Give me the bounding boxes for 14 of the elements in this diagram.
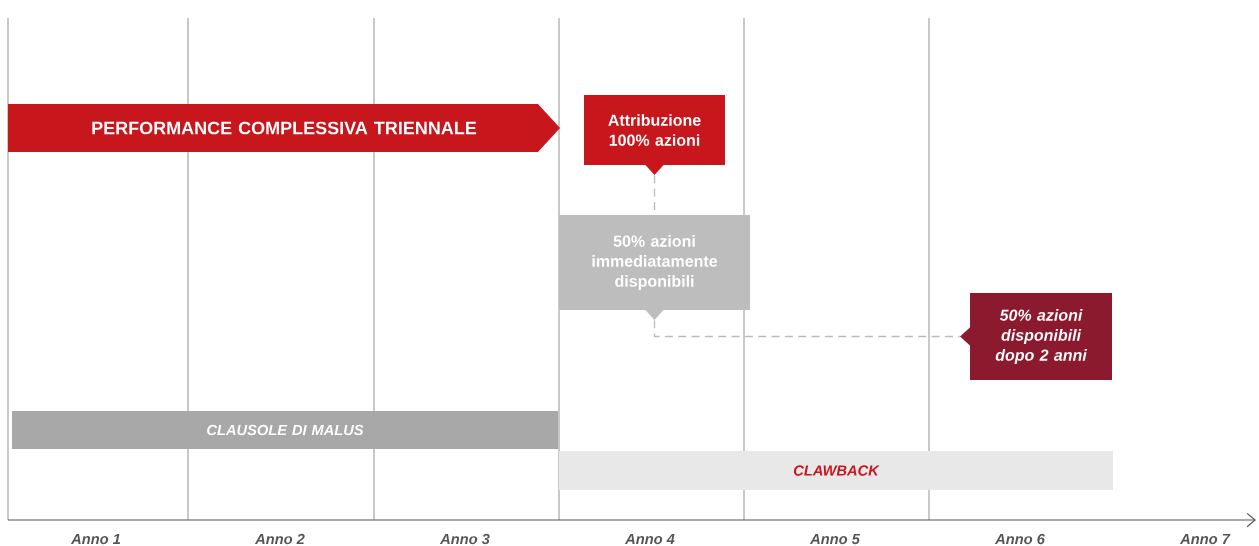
year-label: Anno 1 <box>70 533 121 545</box>
year-label: Anno 6 <box>994 533 1045 545</box>
year-label: Anno 7 <box>1179 533 1231 545</box>
period-bar: CLAWBACK <box>559 451 1113 490</box>
connector-line <box>653 319 961 338</box>
year-label: Anno 2 <box>254 533 305 545</box>
period-bar: CLAUSOLE DI MALUS <box>12 411 558 449</box>
year-label: Anno 3 <box>439 533 490 545</box>
arrow-banner: PERFORMANCE COMPLESSIVA TRIENNALE <box>8 104 560 152</box>
callout-box: 50% azioni disponibili dopo 2 anni <box>960 293 1112 380</box>
callout-box: 50% azioni immediatamente disponibili <box>559 215 750 320</box>
year-label: Anno 4 <box>624 533 675 545</box>
callout-box: Attribuzione 100% azioni <box>584 95 725 175</box>
year-label: Anno 5 <box>809 533 860 545</box>
